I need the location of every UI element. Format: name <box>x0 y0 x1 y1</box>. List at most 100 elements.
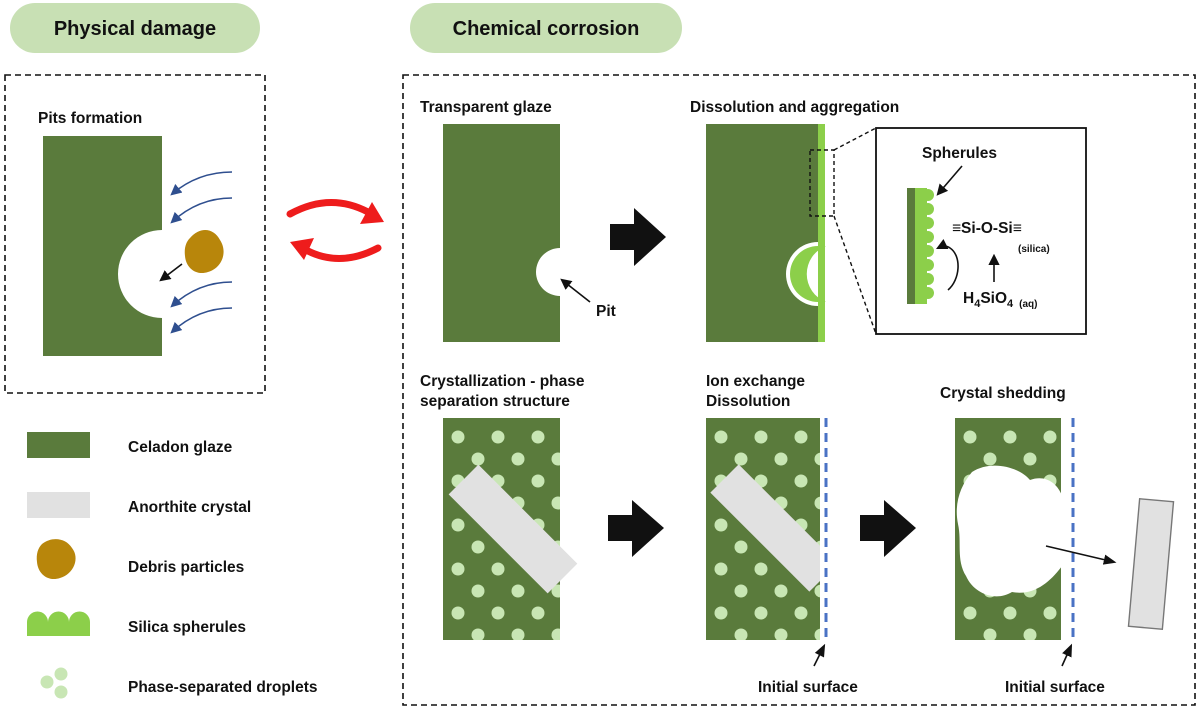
formula-aq: (aq) <box>1019 299 1037 310</box>
flow-arrow-icon <box>170 307 233 334</box>
droplet <box>794 606 808 620</box>
shed-crystal <box>1127 498 1175 630</box>
dissolution-aggregation-label: Dissolution and aggregation <box>690 99 899 116</box>
droplet <box>54 685 68 699</box>
droplet <box>814 584 820 598</box>
droplet <box>471 584 485 598</box>
droplet <box>734 540 748 554</box>
spherule <box>922 273 934 285</box>
zoom-guide-line <box>833 215 877 335</box>
droplet <box>40 675 54 689</box>
process-arrow-icon <box>608 500 664 557</box>
droplet <box>734 628 748 640</box>
zoom-region-box <box>809 149 835 217</box>
legend-label-anorthite-crystal: Anorthite crystal <box>128 499 251 516</box>
chemical-corrosion-title: Chemical corrosion <box>453 18 640 40</box>
legend-label-celadon-glaze: Celadon glaze <box>128 439 233 456</box>
shedding-direction-arrow <box>1045 545 1117 565</box>
ion-exchange-label-line1: Ion exchange <box>706 373 805 390</box>
droplet <box>774 628 788 640</box>
droplet <box>491 430 505 444</box>
droplet <box>794 474 808 488</box>
droplet <box>54 667 68 681</box>
droplet <box>551 452 560 466</box>
droplet <box>1064 497 1077 510</box>
formula-sub: 4 <box>1007 298 1014 310</box>
droplet <box>714 518 728 532</box>
droplet <box>511 628 525 640</box>
spherules-label: Spherules <box>922 145 997 162</box>
glaze-block-with-pit <box>43 136 162 356</box>
droplet <box>531 430 545 444</box>
cycle-arrowhead-icon <box>360 202 384 224</box>
droplet <box>1064 453 1077 466</box>
spherule <box>922 231 934 243</box>
initial-surface-pointer <box>813 643 826 667</box>
silica-layer <box>818 124 825 342</box>
process-arrow-icon <box>860 500 916 557</box>
droplet <box>983 628 997 640</box>
cycle-arrow-icon <box>302 244 382 262</box>
flow-arrow-icon <box>170 171 233 196</box>
droplet <box>814 628 820 640</box>
spherule <box>922 217 934 229</box>
droplet <box>714 562 728 576</box>
droplet <box>814 496 820 510</box>
cavity-clip <box>956 465 1061 597</box>
anorthite-crystal <box>448 464 578 594</box>
cycle-arrowhead-icon <box>290 238 314 260</box>
droplet <box>1023 452 1037 466</box>
physical-panel-frame <box>4 74 266 394</box>
anorthite-crystal-swatch <box>27 492 90 518</box>
cycle-arrow-icon <box>286 199 372 218</box>
anorthite-crystal <box>710 464 820 592</box>
physical-damage-title: Physical damage <box>54 18 216 40</box>
chemical-corrosion-header <box>410 3 682 53</box>
droplets-icon <box>40 667 68 699</box>
droplet <box>551 496 560 510</box>
silica-note: (silica) <box>1018 244 1050 255</box>
pit-label: Pit <box>596 303 616 320</box>
crystal-clip <box>710 464 820 592</box>
droplet <box>471 452 485 466</box>
legend-label-silica-spherules: Silica spherules <box>128 619 246 636</box>
droplet <box>451 606 465 620</box>
flow-arrow-icon <box>170 281 233 308</box>
droplet <box>491 606 505 620</box>
droplet <box>572 519 585 532</box>
pits-formation-label: Pits formation <box>38 110 142 127</box>
droplet <box>774 584 788 598</box>
inset-glaze-strip <box>907 188 915 304</box>
spherule <box>922 259 934 271</box>
droplet <box>451 430 465 444</box>
droplet <box>1043 430 1057 444</box>
droplet <box>572 607 585 620</box>
droplet <box>572 431 585 444</box>
transparent-glaze-label: Transparent glaze <box>420 99 552 116</box>
ion-exchange-label-line2: Dissolution <box>706 393 790 410</box>
pit-pointer-arrow <box>560 278 591 303</box>
droplet <box>451 518 465 532</box>
debris-direction-arrow <box>159 263 183 282</box>
droplet <box>471 540 485 554</box>
droplet <box>1023 628 1037 640</box>
silica-pit-lining <box>790 246 826 302</box>
flow-arrow-icon <box>170 197 233 224</box>
droplet <box>531 606 545 620</box>
silica-formula: ≡Si-O-Si≡ <box>952 220 1022 237</box>
droplet <box>1064 629 1077 642</box>
droplet <box>714 606 728 620</box>
dissolving-glaze-block <box>706 124 818 342</box>
celadon-glaze-swatch <box>27 432 90 458</box>
droplet <box>1003 606 1017 620</box>
droplet <box>963 430 977 444</box>
spherule <box>922 189 934 201</box>
droplet <box>774 452 788 466</box>
h4sio4-formula: H4SiO4(aq) <box>963 290 1038 310</box>
spherule <box>922 203 934 215</box>
formula-sub: 4 <box>974 298 981 310</box>
silica-spherules-icon <box>27 611 90 636</box>
droplet <box>572 475 585 488</box>
